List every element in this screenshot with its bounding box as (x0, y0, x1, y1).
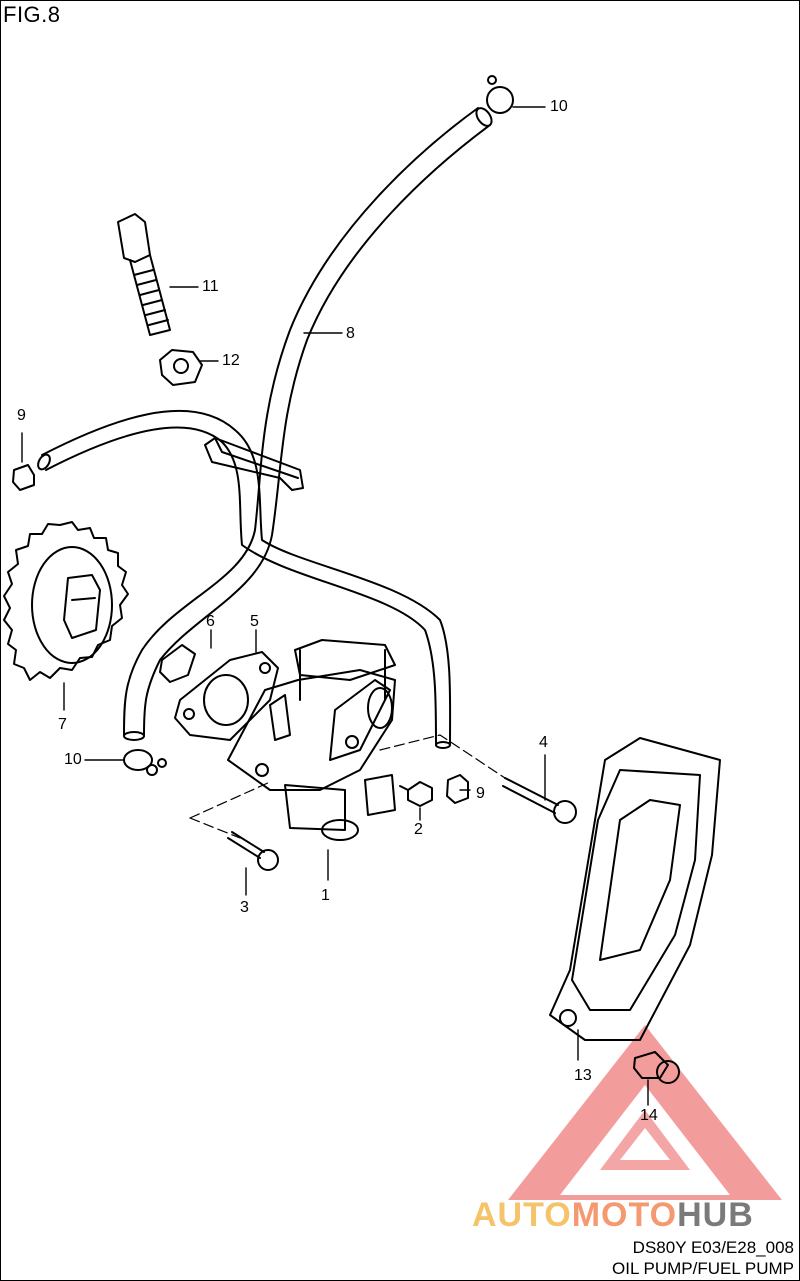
callout-9-right: 9 (476, 785, 485, 802)
nut-12 (159, 349, 203, 386)
alignment-lines (189, 734, 506, 839)
bolt-11 (117, 213, 171, 336)
callout-3: 3 (240, 899, 249, 916)
watermark-word-2: MOTO (571, 1196, 678, 1234)
watermark-word-1: AUTO (472, 1196, 572, 1234)
callout-1: 1 (321, 887, 330, 904)
callout-5: 5 (250, 613, 259, 630)
hose-9 (37, 409, 452, 749)
callout-12: 12 (222, 352, 240, 369)
callout-14: 14 (640, 1107, 658, 1124)
washer-10-bottom (123, 749, 167, 776)
callout-10-bottom: 10 (64, 751, 82, 768)
callout-4: 4 (539, 734, 548, 751)
callout-9-left: 9 (17, 407, 26, 424)
screw-14 (633, 1051, 680, 1084)
bolt-3 (227, 831, 279, 871)
screw-2 (399, 781, 433, 807)
callout-10-top: 10 (550, 98, 568, 115)
callout-8: 8 (346, 325, 355, 342)
leader-lines (21, 106, 649, 1106)
callout-13: 13 (574, 1067, 592, 1084)
oil-pump-1 (227, 639, 396, 841)
gear-7 (3, 521, 129, 681)
cap-9-right (446, 774, 469, 804)
gasket-5 (174, 651, 279, 741)
pin-6 (159, 644, 196, 683)
fuel-pump-cover-13 (549, 737, 721, 1041)
figure-title: FIG.8 (3, 2, 61, 27)
callout-7: 7 (58, 716, 67, 733)
watermark-wordmark: AUTOMOTOHUB (472, 1196, 754, 1235)
callout-11: 11 (202, 278, 219, 295)
watermark-word-3: HUB (677, 1196, 754, 1234)
bolt-4 (502, 777, 577, 824)
callout-2: 2 (414, 821, 423, 838)
callout-6: 6 (206, 613, 215, 630)
washer-10-top (486, 75, 514, 114)
hose-clamp (204, 437, 304, 491)
watermark-logo-triangle (508, 1025, 782, 1200)
cap-9-left (12, 464, 35, 491)
section-name: OIL PUMP/FUEL PUMP (612, 1259, 794, 1278)
model-code: DS80Y E03/E28_008 (632, 1238, 794, 1257)
